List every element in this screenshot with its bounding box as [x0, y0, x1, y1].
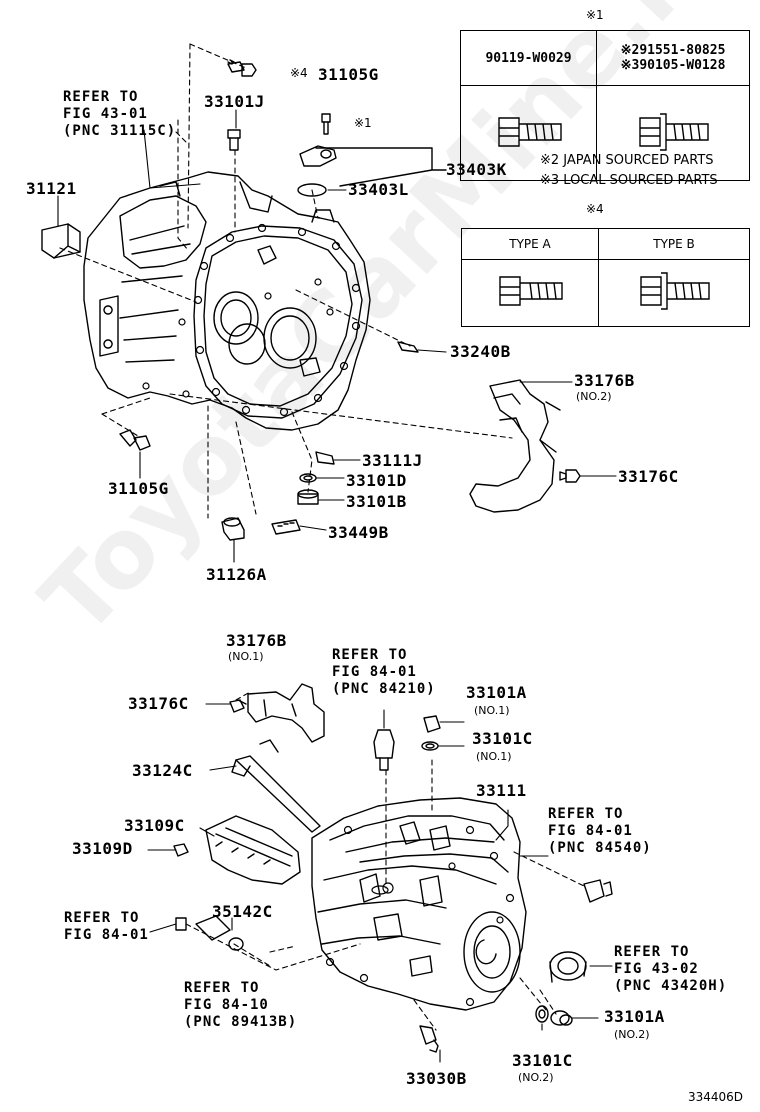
refer-fig-84-01-c[interactable]: REFER TO FIG 84-01	[64, 910, 149, 943]
transaxle-housing-upper	[83, 171, 371, 431]
table1-col2: ※291551-80825 ※390105-W0128	[596, 30, 750, 86]
seal-43420H	[549, 951, 587, 983]
part-33101A-no2-sub: (NO.2)	[614, 1028, 650, 1041]
bolt-type-b-icon	[640, 272, 710, 310]
part-33403K[interactable]: 33403K	[446, 160, 507, 179]
bolt-33176C-lower	[229, 699, 245, 713]
part-33101D[interactable]: 33101D	[346, 471, 407, 490]
fastener-table-2: TYPE A TYPE B	[461, 228, 750, 327]
bolt-type-b	[598, 259, 750, 327]
pin-33240B	[397, 341, 419, 353]
part-33111J[interactable]: 33111J	[362, 451, 423, 470]
flange-bolt-icon	[639, 113, 709, 151]
part-33101B[interactable]: 33101B	[346, 492, 407, 511]
cover-33176B	[469, 379, 561, 513]
refer-fig-84-01-84540[interactable]: REFER TO FIG 84-01 (PNC 84540)	[548, 806, 652, 856]
part-33101A-no2[interactable]: 33101A	[604, 1007, 665, 1026]
pointer-lines-upper	[57, 109, 617, 563]
oring-33403L	[297, 183, 327, 197]
bolt-image-b	[596, 85, 750, 181]
part-33101C-no2-sub: (NO.2)	[518, 1071, 554, 1084]
part-33101C-no2[interactable]: 33101C	[512, 1051, 573, 1070]
plug-33101A-no2	[550, 1010, 573, 1026]
pointer-lines-lower	[147, 703, 613, 1063]
refer-fig-84-10[interactable]: REFER TO FIG 84-10 (PNC 89413B)	[184, 980, 298, 1030]
table1-col1: 90119-W0029	[460, 30, 597, 86]
part-33240B[interactable]: 33240B	[450, 342, 511, 361]
refer-fig-43-02[interactable]: REFER TO FIG 43-02 (PNC 43420H)	[614, 944, 728, 994]
part-33124C[interactable]: 33124C	[132, 761, 193, 780]
washer-33101D	[299, 473, 317, 483]
part-33176C-lower[interactable]: 33176C	[128, 694, 189, 713]
mark-1-bolt: ※1	[354, 116, 372, 130]
note-local: ※3 LOCAL SOURCED PARTS	[540, 173, 718, 188]
pin-33111J	[315, 451, 335, 465]
figure-code: 334406D	[688, 1090, 744, 1104]
bracket-33403K-leader	[315, 147, 447, 187]
cap-31121	[41, 223, 81, 259]
sensor-35142C	[175, 915, 244, 951]
bolt-33176C-upper	[559, 469, 581, 483]
bolt-type-a	[461, 259, 599, 327]
part-33176C-upper[interactable]: 33176C	[618, 467, 679, 486]
gasket-33449B	[271, 519, 301, 535]
bolt-33030B	[419, 1025, 439, 1053]
part-33176B-no2-sub: (NO.2)	[576, 390, 612, 403]
table1-col2-line1: ※291551-80825	[620, 43, 726, 58]
part-33101C-no1-sub: (NO.1)	[476, 750, 512, 763]
part-33403L[interactable]: 33403L	[348, 180, 409, 199]
mark-4-31105G: ※4	[290, 66, 308, 80]
bracket-33176B-lower	[237, 683, 325, 743]
mark-1-label: ※1	[586, 8, 604, 22]
part-33101C-no1[interactable]: 33101C	[472, 729, 533, 748]
part-33176B-no2[interactable]: 33176B	[574, 371, 635, 390]
refer-fig-43-01[interactable]: REFER TO FIG 43-01 (PNC 31115C)	[63, 89, 177, 139]
part-35142C[interactable]: 35142C	[212, 902, 273, 921]
part-33101A-no1[interactable]: 33101A	[466, 683, 527, 702]
part-31105G-bottom[interactable]: 31105G	[108, 479, 169, 498]
mark-4-label: ※4	[586, 202, 604, 216]
fastener-table-1: 90119-W0029 ※291551-80825 ※390105-W0128	[460, 30, 750, 181]
leader-lines-lower	[185, 691, 585, 1031]
part-33449B[interactable]: 33449B	[328, 523, 389, 542]
washer-33101C-no2	[535, 1005, 549, 1023]
transaxle-case-lower	[311, 797, 527, 1011]
plug-33101B	[297, 489, 319, 505]
part-33109C[interactable]: 33109C	[124, 816, 185, 835]
part-33176B-no1[interactable]: 33176B	[226, 631, 287, 650]
plug-33101J	[227, 129, 241, 151]
bolt-image-a	[460, 85, 597, 181]
washer-33101C-no1	[421, 741, 439, 751]
bolt-31105G-top	[227, 59, 257, 77]
table2-col1: TYPE A	[461, 228, 599, 260]
bracket-33403K	[299, 145, 337, 167]
refer-fig-84-01-84210[interactable]: REFER TO FIG 84-01 (PNC 84210)	[332, 647, 436, 697]
note-japan: ※2 JAPAN SOURCED PARTS	[540, 153, 714, 168]
plug-31126A	[221, 517, 245, 541]
part-31105G-top[interactable]: 31105G	[318, 65, 379, 84]
sensor-84210	[373, 729, 395, 771]
plug-33101A-no1	[423, 715, 441, 733]
part-33176B-no1-sub: (NO.1)	[228, 650, 264, 663]
part-31121[interactable]: 31121	[26, 179, 77, 198]
part-33111[interactable]: 33111	[476, 781, 527, 800]
cover-33109C	[205, 815, 301, 885]
rod-33124C	[231, 739, 321, 833]
bolt-icon	[497, 117, 562, 147]
bolt-33109D	[173, 843, 189, 857]
bolt-31105G-bottom	[119, 429, 151, 451]
table2-col2: TYPE B	[598, 228, 750, 260]
part-33101J[interactable]: 33101J	[204, 92, 265, 111]
part-31126A[interactable]: 31126A	[206, 565, 267, 584]
table1-col2-line2: ※390105-W0128	[620, 58, 726, 73]
sensor-84540	[583, 879, 613, 903]
bolt-type-a-icon	[499, 276, 563, 306]
part-33101A-no1-sub: (NO.1)	[474, 704, 510, 717]
part-33030B[interactable]: 33030B	[406, 1069, 467, 1088]
part-33109D[interactable]: 33109D	[72, 839, 133, 858]
bolt-mark1	[321, 113, 331, 135]
